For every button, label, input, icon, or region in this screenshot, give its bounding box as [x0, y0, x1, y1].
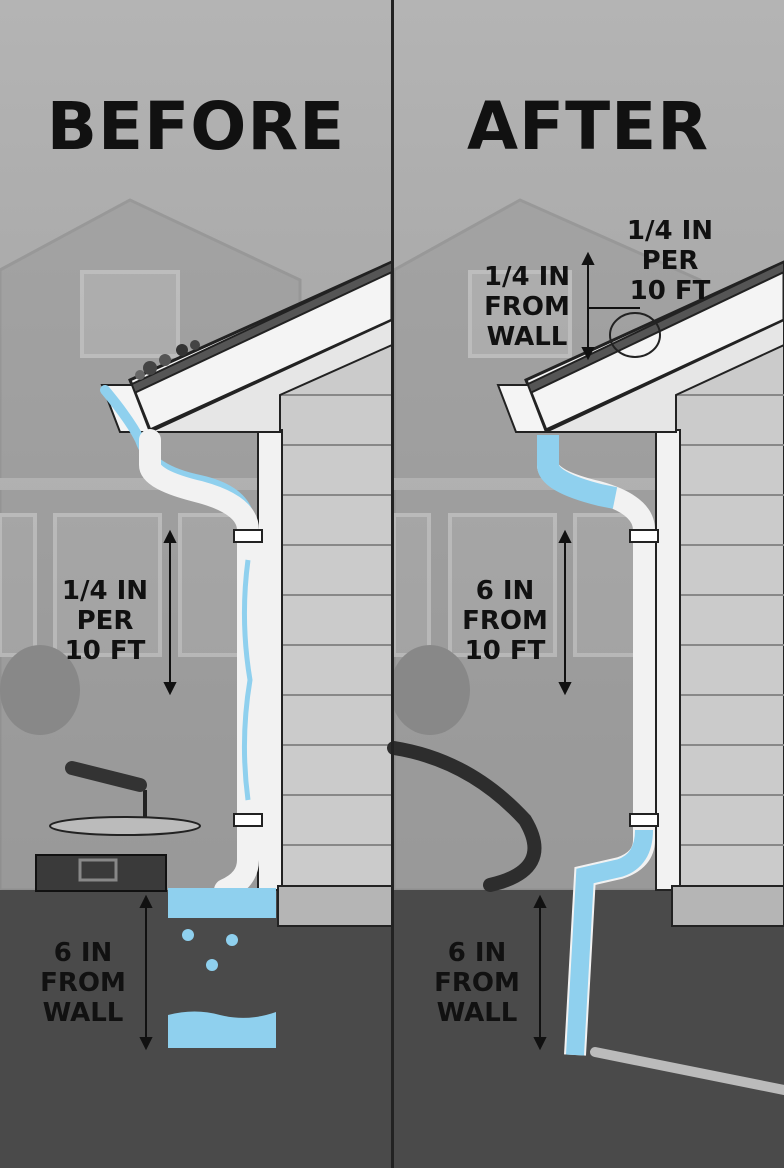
- label-line: 10 FT: [629, 276, 711, 306]
- house-wall-right: [655, 329, 784, 927]
- label-line: 10 FT: [64, 636, 146, 666]
- debris-clog: [135, 340, 200, 380]
- before-slope-label: 1/4 IN PER 10 FT: [50, 576, 160, 666]
- after-downspout-label: 6 IN FROM 10 FT: [450, 576, 560, 666]
- after-slope-label: 1/4 IN PER 10 FT: [615, 216, 725, 306]
- label-line: 1/4 IN: [61, 576, 149, 606]
- roof-left: [100, 259, 394, 433]
- before-title: BEFORE: [46, 88, 346, 165]
- pooling-water: [168, 888, 276, 1048]
- extension-pipe: [590, 1047, 784, 1095]
- label-line: FROM: [484, 292, 570, 322]
- downspout-left: [139, 429, 259, 901]
- label-line: WALL: [42, 998, 124, 1028]
- label-line: WALL: [486, 322, 568, 352]
- label-line: 10 FT: [464, 636, 546, 666]
- panel-divider: [391, 0, 394, 1168]
- after-gap-label: 1/4 IN FROM WALL: [472, 262, 582, 352]
- after-extension-label: 6 IN FROM WALL: [422, 938, 532, 1028]
- label-line: PER: [76, 606, 134, 636]
- label-line: FROM: [40, 968, 126, 998]
- label-line: WALL: [436, 998, 518, 1028]
- detail-circle: [609, 312, 661, 358]
- label-line: 6 IN: [475, 576, 535, 606]
- label-line: 6 IN: [447, 938, 507, 968]
- garden-hose: [387, 741, 542, 892]
- toolbox: [35, 761, 201, 892]
- label-line: FROM: [462, 606, 548, 636]
- label-line: PER: [641, 246, 699, 276]
- label-line: 1/4 IN: [483, 262, 571, 292]
- after-title: AFTER: [466, 88, 710, 165]
- dimension-arrows: [139, 251, 640, 1051]
- label-line: FROM: [434, 968, 520, 998]
- label-line: 6 IN: [53, 938, 113, 968]
- before-extension-label: 6 IN FROM WALL: [28, 938, 138, 1028]
- roof-right: [496, 260, 784, 433]
- label-line: 1/4 IN: [626, 216, 714, 246]
